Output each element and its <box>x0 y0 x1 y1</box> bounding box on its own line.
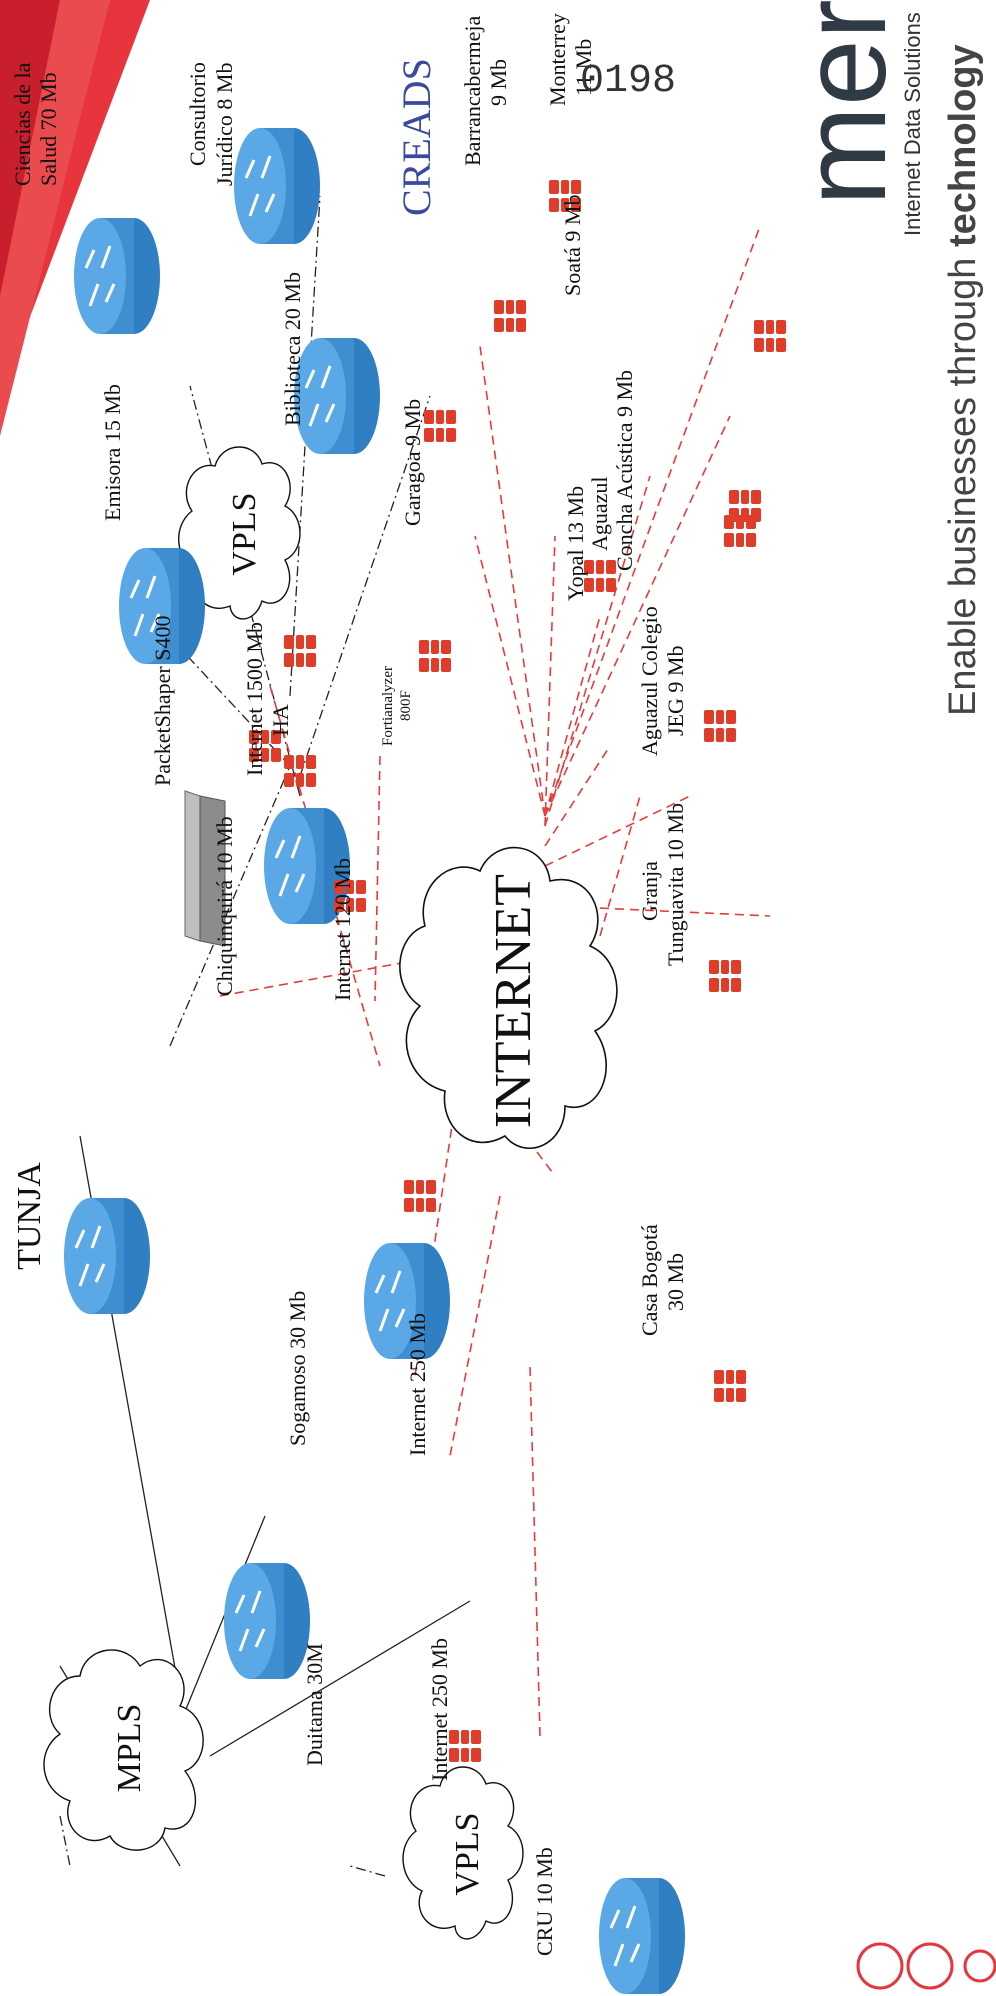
mercanet-logo: merc@net <box>777 0 911 206</box>
internet-1500-label-2: HA <box>268 704 293 736</box>
document-number: 0198 <box>580 59 676 104</box>
consultorio-label-1: Consultorio <box>185 62 210 166</box>
fortinet-icon <box>419 640 451 672</box>
fortinet-icon <box>754 320 786 352</box>
emisora-label: Emisora 15 Mb <box>100 384 125 521</box>
fortianalyzer-label-1: Fortianalyzer <box>380 666 396 746</box>
barrancabermeja-label-1: Barrancabermeja <box>460 16 485 166</box>
router-ciencias <box>72 216 162 336</box>
aguazul-colegio-label-1: Aguazul Colegio <box>637 606 662 756</box>
fortinet-icon <box>724 515 756 547</box>
chiquinquira-label: Chiquinquirá 10 Mb <box>212 816 237 996</box>
router-cru <box>597 1876 687 1996</box>
ciencias-label-1: Ciencias de la <box>10 62 35 186</box>
tagline: Enable businesses through technology <box>942 44 984 716</box>
internet-cloud-label: INTERNET <box>485 874 542 1128</box>
cru-label: CRU 10 Mb <box>532 1847 557 1956</box>
granja-label-1: Granja <box>637 861 662 921</box>
router-tunja <box>62 1196 152 1316</box>
casa-bogota-label-1: Casa Bogotá <box>637 1224 662 1336</box>
fortinet-icon <box>404 1180 436 1212</box>
vpls-bottom-cloud: VPLS <box>402 1766 524 1940</box>
aguazul-concha-label-2: Concha Acústica 9 Mb <box>612 370 637 571</box>
fortinet-icon <box>284 755 316 787</box>
fortinet-icon <box>704 710 736 742</box>
barrancabermeja-label-2: 9 Mb <box>486 59 511 106</box>
tagline-small: Internet Data Solutions <box>900 12 925 236</box>
internet-cloud: INTERNET <box>399 846 618 1149</box>
consultorio-label-2: Jurídico 8 Mb <box>212 63 237 186</box>
vpls-bottom-cloud-label: VPLS <box>449 1812 486 1895</box>
fortinet-icon <box>424 410 456 442</box>
fortinet-icon <box>494 300 526 332</box>
tunja-label: TUNJA <box>11 1162 48 1270</box>
fortinet-icon <box>284 635 316 667</box>
monterrey-label-1: Monterrey <box>545 13 570 106</box>
duitama-label: Duitama 30M <box>302 1643 327 1766</box>
stamp-icons <box>856 1942 996 1990</box>
vpls-top-cloud: VPLS <box>178 446 301 620</box>
aguazul-concha-label-1: Aguazul <box>587 476 612 551</box>
yopal-label: Yopal 13 Mb <box>563 486 588 601</box>
fortianalyzer-label-2: 800F <box>398 690 414 721</box>
packetshaper-device <box>184 790 226 947</box>
sogamoso-label: Sogamoso 30 Mb <box>285 1291 310 1446</box>
biblioteca-label: Biblioteca 20 Mb <box>280 272 305 426</box>
fortinet-icon <box>714 1370 746 1402</box>
router-consultorio <box>232 126 322 246</box>
aguazul-colegio-label-2: JEG 9 Mb <box>663 646 688 736</box>
internet-1500-label-1: Internet 1500 Mb <box>242 622 267 776</box>
fortinet-icon <box>709 960 741 992</box>
fortinet-icon <box>449 1730 481 1762</box>
creads-title: CREADS <box>394 58 439 216</box>
granja-label-2: Tunguavita 10 Mb <box>663 803 688 966</box>
internet-250a-label: Internet 250 Mb <box>405 1313 430 1456</box>
monterrey-label-2: 11 Mb <box>571 39 596 96</box>
soata-label: Soatá 9 Mb <box>560 195 585 296</box>
internet-120-label: Internet 120 Mb <box>330 858 355 1001</box>
mpls-cloud-label: MPLS <box>111 1704 148 1793</box>
packetshaper-label: PacketShaper S400 <box>150 616 175 786</box>
internet-250b-label: Internet 250 Mb <box>427 1638 452 1781</box>
mpls-cloud: MPLS <box>43 1649 204 1851</box>
ciencias-label-2: Salud 70 Mb <box>36 72 61 186</box>
vpls-top-cloud-label: VPLS <box>226 492 263 575</box>
router-biblioteca <box>292 336 382 456</box>
garagoa-label: Garagoa 9 Mb <box>400 399 425 526</box>
router-duitama <box>222 1561 312 1681</box>
casa-bogota-label-2: 30 Mb <box>663 1253 688 1311</box>
